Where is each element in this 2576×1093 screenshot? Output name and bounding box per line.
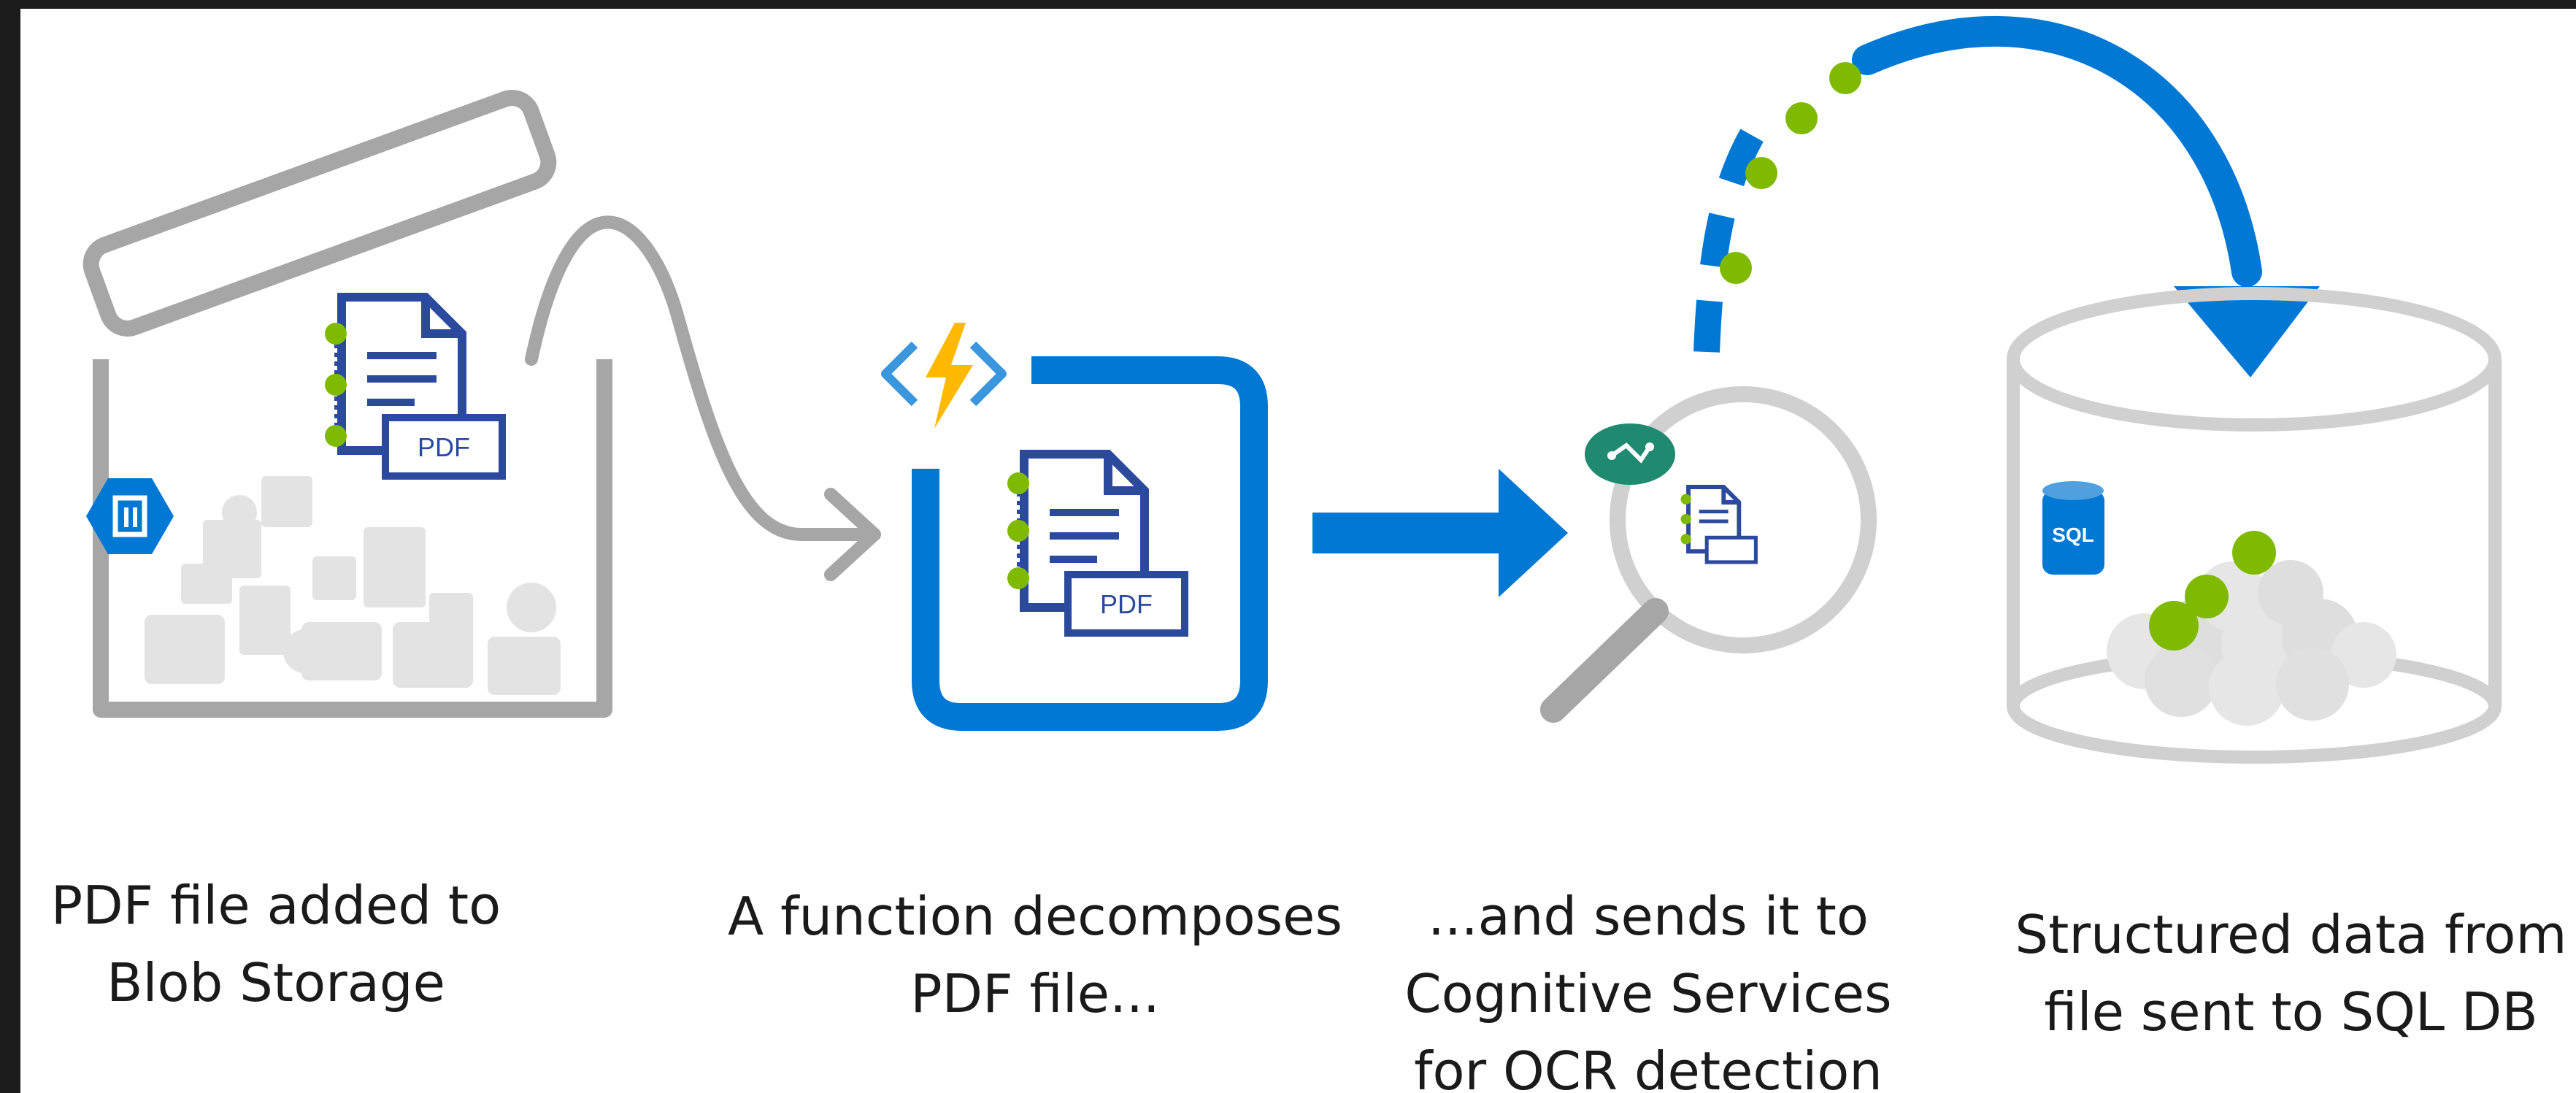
azure-function-box: PDF (881, 323, 1268, 731)
faded-files (145, 476, 561, 695)
curved-blue-arrow (1693, 15, 2320, 377)
pdf-document-icon (1680, 485, 1758, 564)
caption-line: for OCR detection (1414, 1040, 1883, 1093)
bin-lid (82, 90, 557, 337)
caption-line: Blob Storage (107, 952, 445, 1013)
pdf-badge-label: PDF (1100, 589, 1153, 619)
data-balls (2107, 531, 2396, 726)
blue-arrow (1312, 469, 1568, 597)
pdf-document-icon: PDF (325, 293, 506, 480)
cognitive-services-icon (1585, 423, 1675, 485)
caption-line: ...and sends it to (1428, 886, 1869, 947)
pipeline-diagram: PDF PDF (82, 15, 2502, 764)
pdf-document-icon: PDF (1007, 450, 1188, 637)
blob-storage-icon (86, 478, 174, 554)
pdf-badge-label: PDF (418, 432, 470, 462)
sql-database-icon: SQL (2042, 481, 2104, 575)
caption-line: Cognitive Services (1404, 963, 1892, 1024)
gray-wave-arrow (525, 215, 881, 541)
caption-function: A function decomposes PDF file... (707, 878, 1364, 1032)
sql-database-cylinder: SQL (2007, 287, 2502, 764)
caption-line: Structured data from (2015, 904, 2567, 965)
caption-line: A function decomposes (728, 886, 1342, 947)
caption-line: PDF file... (910, 963, 1160, 1024)
caption-line: PDF file added to (50, 875, 501, 936)
sql-badge-label: SQL (2052, 524, 2094, 546)
caption-cognitive-services: ...and sends it to Cognitive Services fo… (1378, 878, 1918, 1093)
cognitive-services-magnifier (1540, 386, 1877, 723)
diagram-canvas: PDF PDF (20, 9, 2576, 1093)
caption-blob-storage: PDF file added to Blob Storage (20, 867, 531, 1021)
blob-storage-bin: PDF (82, 90, 612, 718)
caption-line: file sent to SQL DB (2044, 981, 2538, 1043)
caption-sql-db: Structured data from file sent to SQL DB (2006, 896, 2576, 1051)
gray-arrow-head (824, 488, 881, 581)
azure-function-icon (881, 323, 1007, 429)
